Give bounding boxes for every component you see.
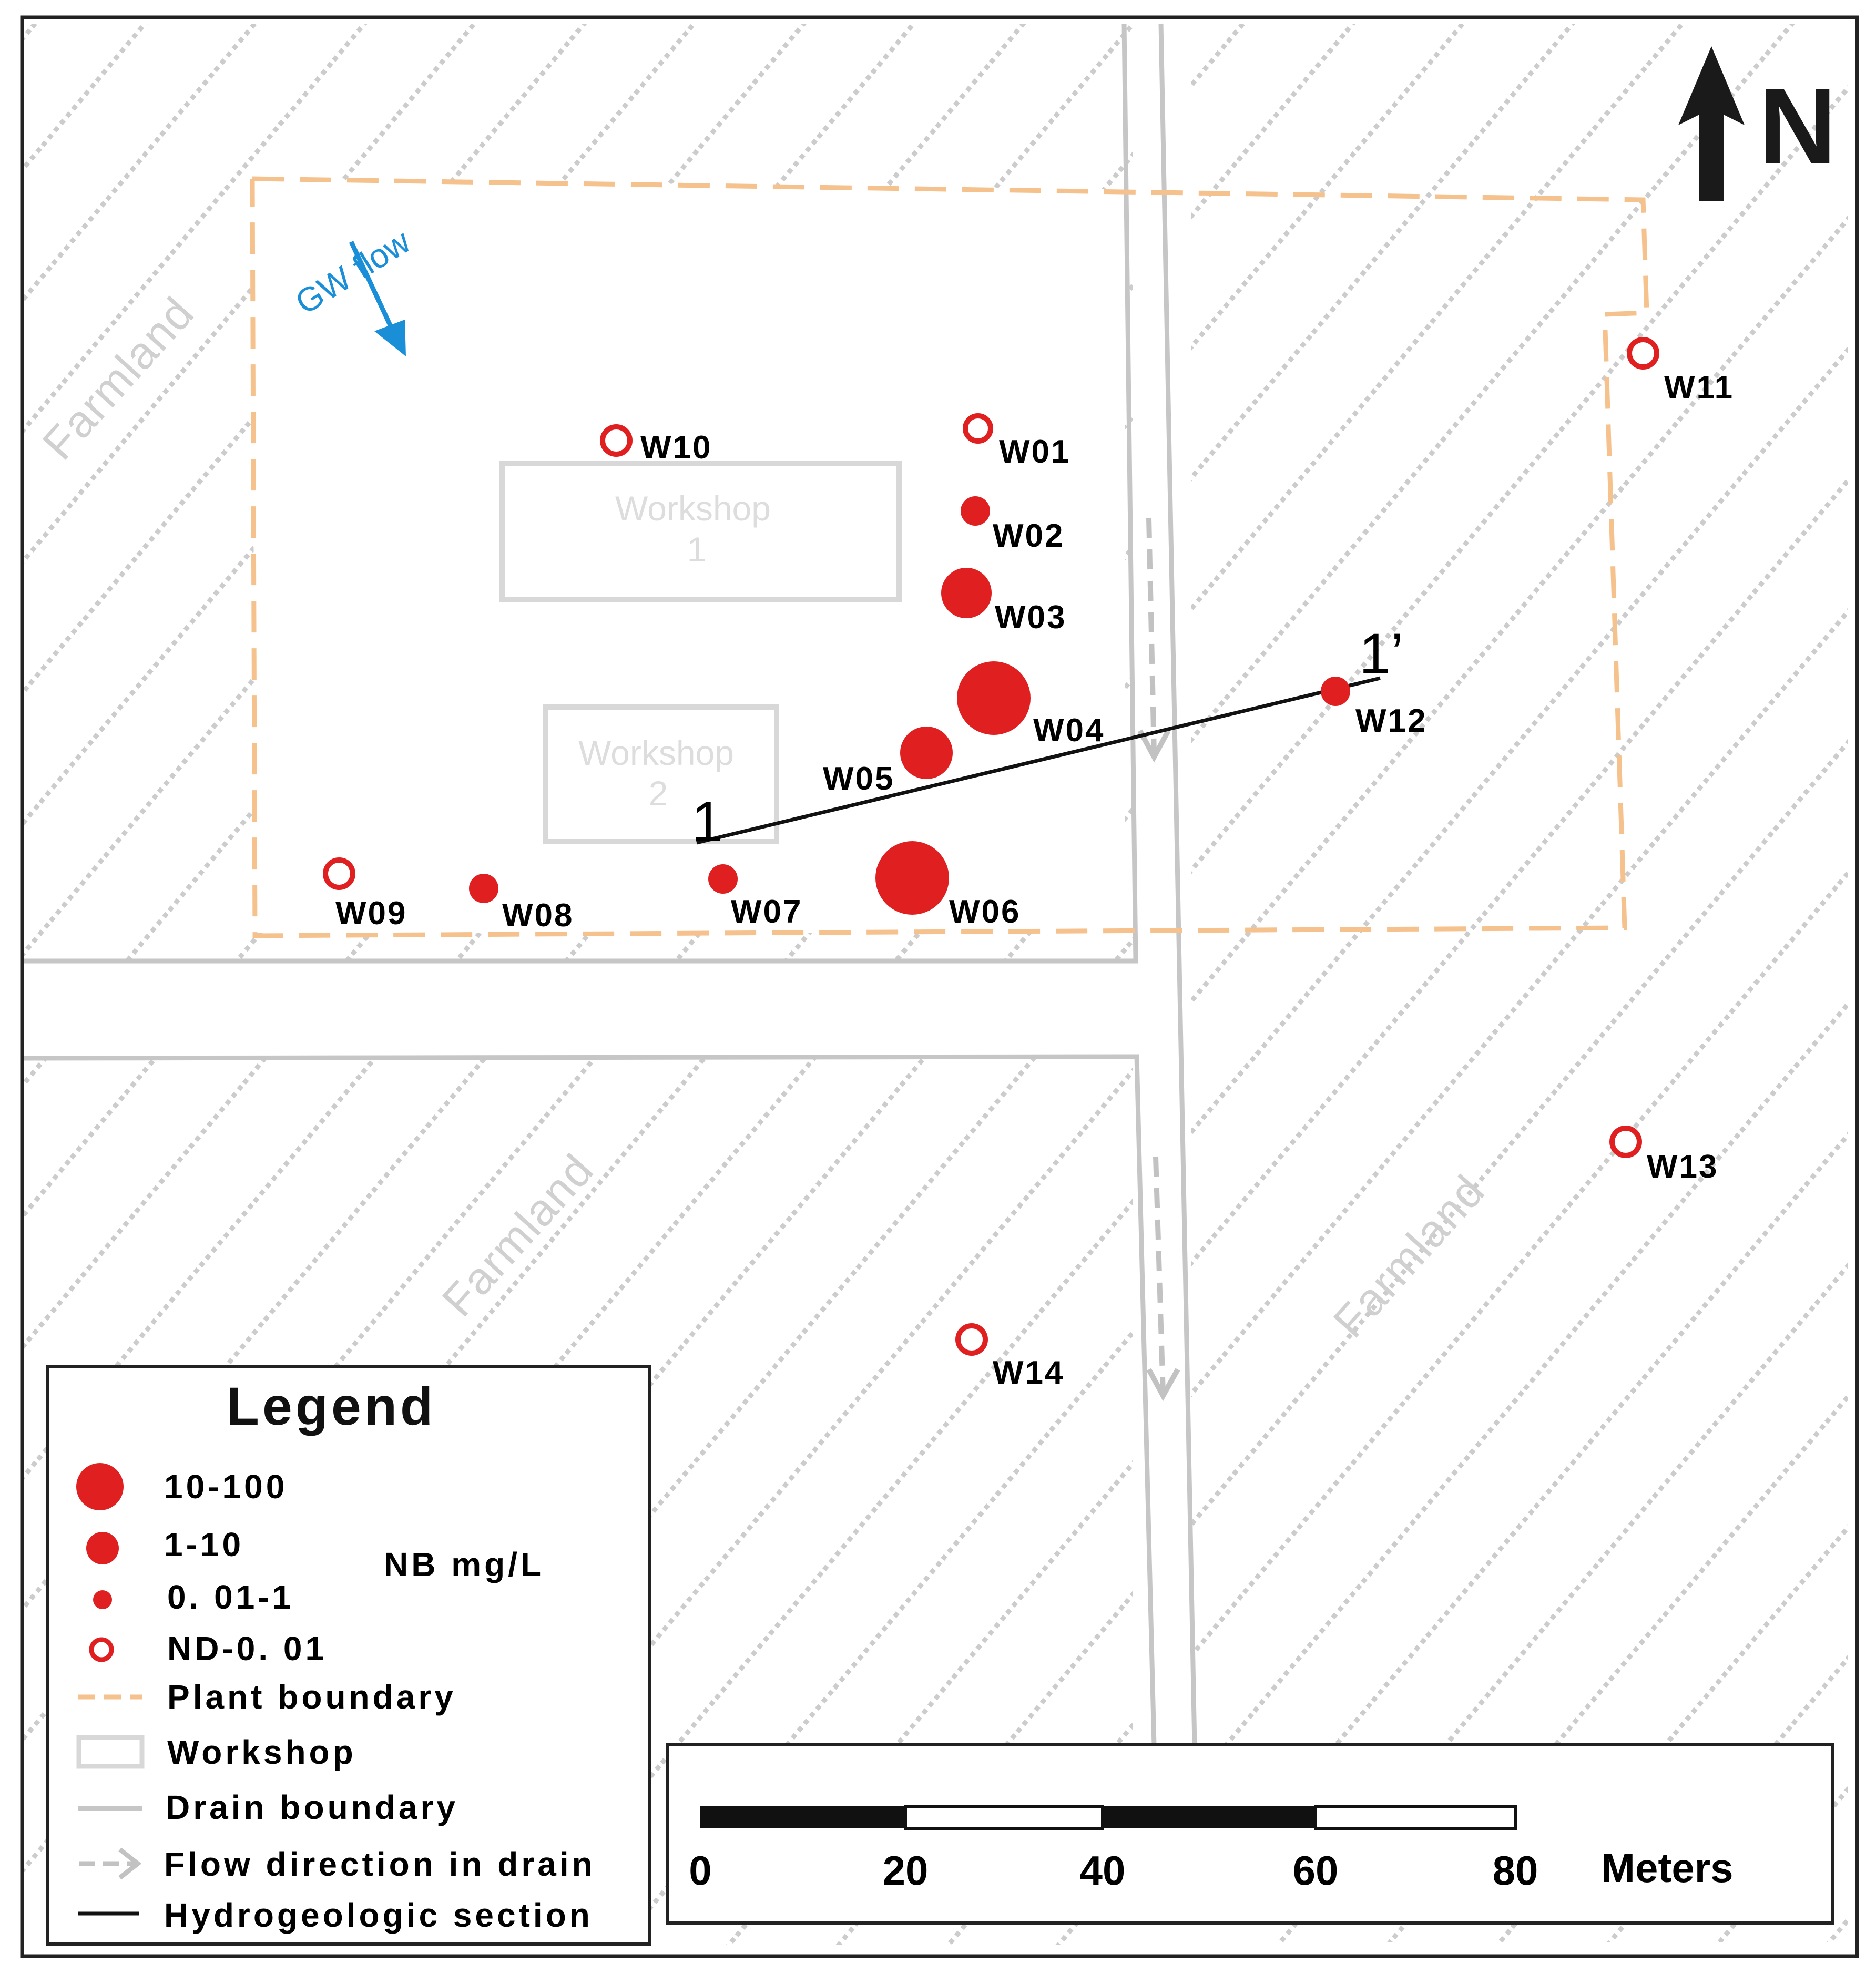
well-label: W03 [995,599,1066,636]
scale-bar: 0 20 40 60 80 Meters [666,1743,1834,1925]
scale-tick-60: 60 [1293,1847,1339,1894]
legend-flow-symbol [79,1847,142,1880]
plant-boundary [250,176,1649,938]
scale-tick-20: 20 [883,1847,929,1894]
well-label: W10 [640,429,712,466]
scale-tick-0: 0 [689,1847,711,1894]
well-w06[interactable]: W06 [875,841,1021,930]
legend-hydro-section: Hydrogeologic section [164,1896,593,1934]
well-w05[interactable]: W05 [823,727,953,797]
well-w13[interactable]: W13 [1609,1126,1718,1185]
legend-flow-direction: Flow direction in drain [164,1845,596,1883]
section-end-label: 1’ [1359,621,1403,685]
north-arrow: N [1678,46,1837,201]
well-w07[interactable]: W07 [708,864,802,930]
well-label: W12 [1355,703,1427,739]
well-w01[interactable]: W01 [963,413,1070,470]
legend: Legend 10-100 1-10 0. 01-1 ND-0. 01 NB m… [46,1365,651,1946]
well-w02[interactable]: W02 [961,496,1064,554]
legend-symbol-1-10 [86,1532,119,1564]
well-label: W07 [731,894,802,930]
well-label: W02 [993,518,1064,554]
well-w04[interactable]: W04 [957,661,1105,749]
well-w14[interactable]: W14 [955,1323,1064,1391]
well-label: W06 [949,894,1021,930]
legend-title: Legend [227,1376,436,1436]
workshop-1: Workshop 1 [499,461,902,602]
legend-symbol-0.01-1 [93,1590,112,1609]
well-label: W01 [999,434,1070,470]
workshop-2-number: 2 [649,774,668,813]
well-label: W04 [1033,712,1105,749]
legend-drain-boundary: Drain boundary [166,1788,458,1826]
well-label: W08 [502,897,574,934]
workshop-1-name: Workshop [615,489,771,528]
scale-unit: Meters [1601,1845,1733,1891]
hydrogeologic-section: 1 1’ [691,621,1403,853]
drain-flow-arrows [1137,517,1180,1402]
north-label: N [1759,66,1837,186]
well-label: W13 [1647,1149,1718,1185]
well-w03[interactable]: W03 [941,568,1066,636]
drain-boundary [23,23,1197,1746]
legend-symbol-10-100 [76,1463,124,1510]
workshop-2: Workshop 2 [543,704,779,844]
monitoring-wells: W01 W02 W03 W04 W05 W06 W07 W08 W09 W10 … [323,337,1734,1391]
legend-class-10-100: 10-100 [164,1468,288,1506]
legend-class-0.01-1: 0. 01-1 [167,1578,294,1616]
well-w12[interactable]: W12 [1321,677,1427,739]
legend-workshop: Workshop [167,1733,356,1771]
section-start-label: 1 [691,790,723,853]
well-label: W09 [335,895,407,932]
legend-class-nd: ND-0. 01 [167,1630,327,1668]
well-label: W05 [823,761,894,797]
scale-tick-80: 80 [1493,1847,1538,1894]
well-w08[interactable]: W08 [469,874,574,934]
scale-tick-40: 40 [1080,1847,1126,1894]
well-w11[interactable]: W11 [1627,337,1734,406]
well-w10[interactable]: W10 [600,424,712,466]
legend-workshop-symbol [76,1735,145,1769]
legend-plant-boundary: Plant boundary [167,1678,456,1716]
workshop-1-number: 1 [687,530,707,569]
legend-unit: NB mg/L [384,1546,544,1583]
well-w09[interactable]: W09 [323,857,407,932]
legend-symbol-nd [89,1637,114,1662]
legend-class-1-10: 1-10 [164,1526,244,1563]
well-label: W11 [1664,370,1734,406]
workshop-2-name: Workshop [578,733,734,772]
well-label: W14 [993,1355,1064,1391]
